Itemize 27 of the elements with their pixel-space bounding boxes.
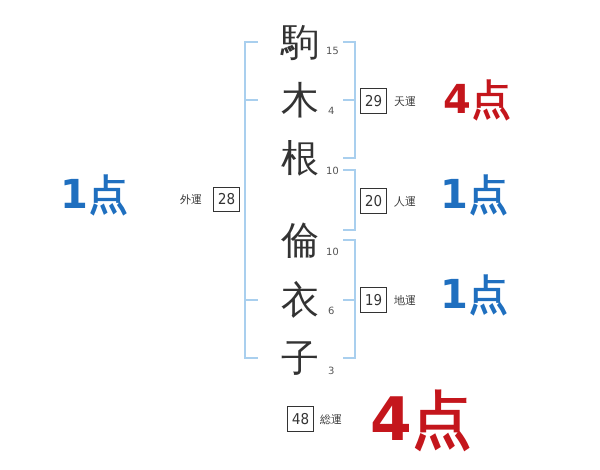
- stroke-count: 10: [326, 248, 339, 258]
- fortune-label: 地運: [394, 295, 416, 306]
- fortune-label: 総運: [320, 414, 342, 425]
- number-box: 20: [360, 188, 387, 214]
- number-box: 29: [360, 88, 387, 114]
- stroke-count: 6: [328, 307, 334, 317]
- stroke-count: 15: [326, 47, 339, 57]
- name-character: 根: [281, 139, 319, 177]
- number-box: 19: [360, 287, 387, 313]
- number-box: 48: [287, 406, 314, 432]
- fortune-label: 人運: [394, 196, 416, 207]
- fortune-label: 天運: [394, 96, 416, 107]
- score-text: 1点: [60, 175, 128, 215]
- name-character: 衣: [281, 281, 319, 319]
- stroke-count: 10: [326, 167, 339, 177]
- name-character: 倫: [281, 221, 319, 259]
- name-character: 駒: [281, 23, 319, 61]
- stroke-count: 4: [328, 107, 334, 117]
- name-character: 子: [281, 339, 319, 377]
- fortune-label: 外運: [180, 194, 202, 205]
- score-text: 4点: [370, 390, 472, 450]
- score-text: 4点: [443, 80, 511, 120]
- score-text: 1点: [440, 175, 508, 215]
- name-character: 木: [281, 81, 319, 119]
- stroke-count: 3: [328, 367, 334, 377]
- score-text: 1点: [440, 275, 508, 315]
- number-box: 28: [213, 187, 240, 212]
